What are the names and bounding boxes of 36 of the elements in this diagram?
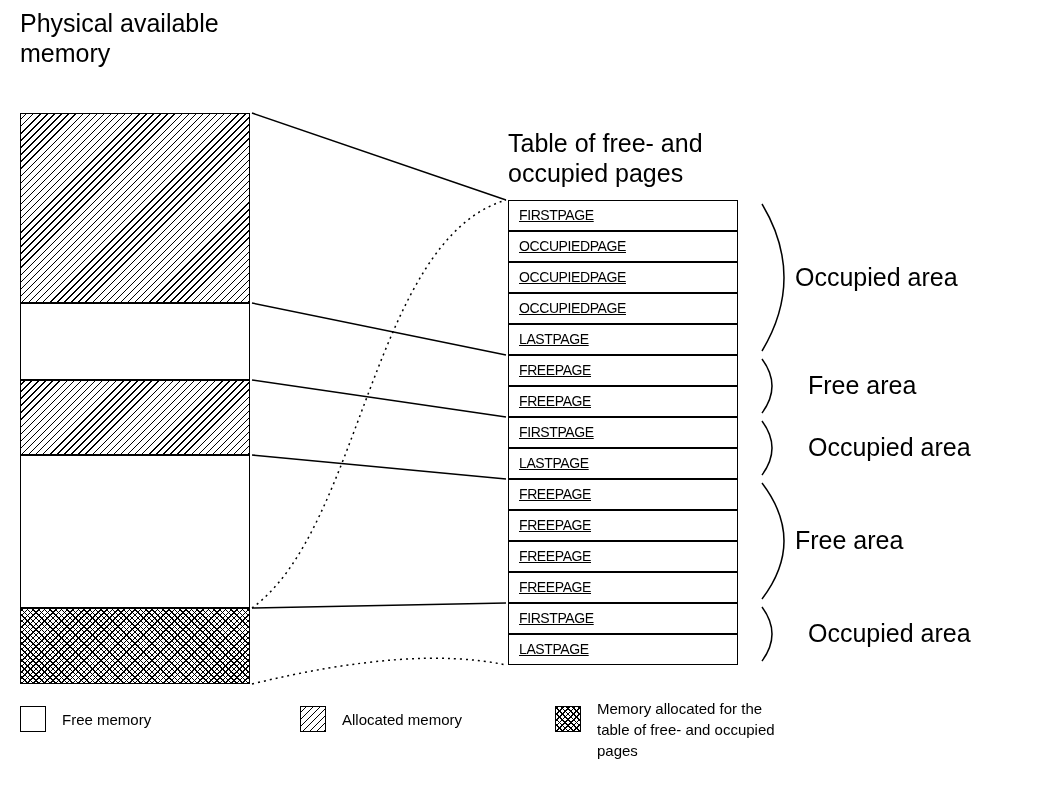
table-row: FREEPAGE (508, 386, 738, 417)
mapping-line (251, 454, 507, 480)
table-memory-block (20, 608, 250, 684)
heading: Physical available memory (20, 8, 220, 68)
table-row: FREEPAGE (508, 355, 738, 386)
free-memory-block (20, 303, 250, 380)
area-label: Free area (795, 526, 904, 555)
table-row: FREEPAGE (508, 572, 738, 603)
mapping-line (251, 602, 507, 609)
table-row: FIRSTPAGE (508, 200, 738, 231)
legend-text: Memory allocated for the table of free- and occupied pages (597, 699, 776, 761)
area-label: Free area (808, 371, 917, 400)
table-row: FREEPAGE (508, 510, 738, 541)
table-row: LASTPAGE (508, 634, 738, 665)
table-row: LASTPAGE (508, 448, 738, 479)
table-row: FIRSTPAGE (508, 603, 738, 634)
allocated-memory-block (20, 113, 250, 303)
dotted-mapping-line (251, 199, 507, 609)
heading: Table of free- and occupied pages (508, 128, 704, 188)
table-row: FIRSTPAGE (508, 417, 738, 448)
table-row: OCCUPIEDPAGE (508, 231, 738, 262)
area-label: Occupied area (808, 433, 971, 462)
legend-text: Allocated memory (342, 710, 464, 730)
mapping-line (251, 112, 507, 201)
mapping-line (251, 379, 507, 418)
area-label: Occupied area (795, 262, 958, 292)
table-row: OCCUPIEDPAGE (508, 262, 738, 293)
legend-text: Free memory (62, 710, 153, 730)
table-row: OCCUPIEDPAGE (508, 293, 738, 324)
area-label: Occupied area (808, 619, 971, 648)
table-row: LASTPAGE (508, 324, 738, 355)
table-row: FREEPAGE (508, 541, 738, 572)
allocated-memory-block (20, 380, 250, 455)
free-memory-block (20, 455, 250, 608)
table-row: FREEPAGE (508, 479, 738, 510)
mapping-line (251, 302, 507, 356)
